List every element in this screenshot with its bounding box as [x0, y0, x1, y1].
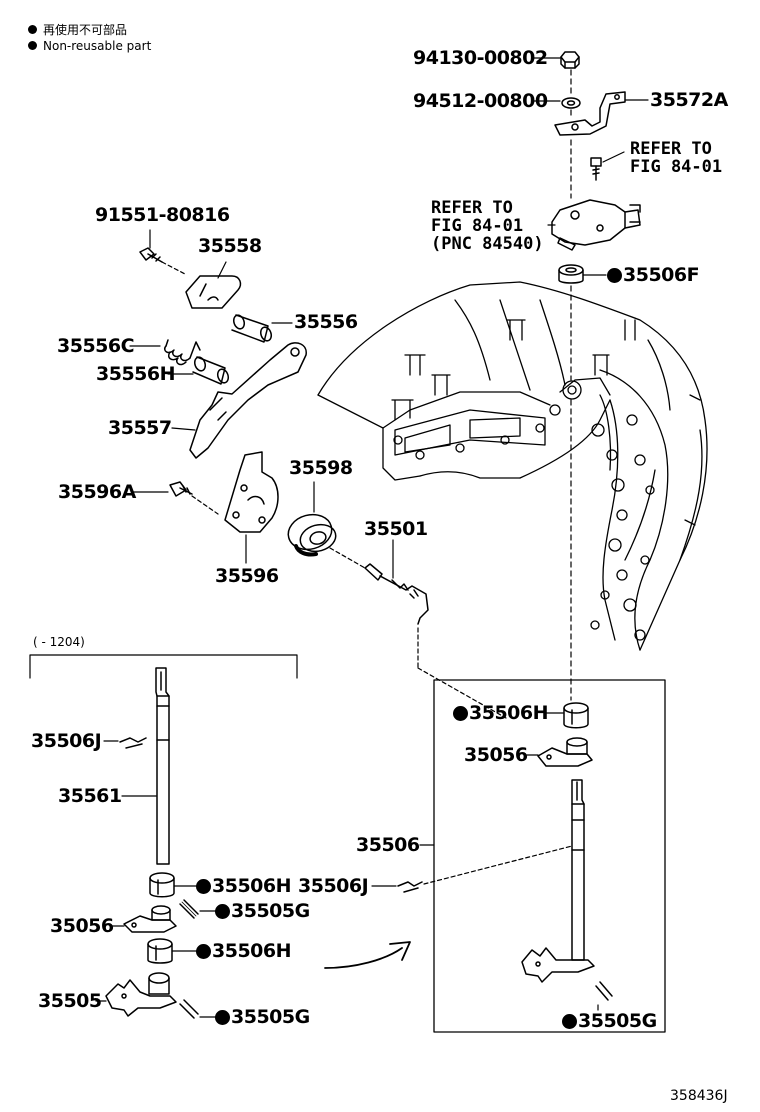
transmission-housing [317, 281, 708, 651]
collar-35056-left [123, 905, 177, 933]
label-35505G-1: 35505G [215, 902, 310, 921]
label-35572A: 35572A [650, 89, 728, 111]
label-35506F: 35506F [607, 266, 700, 285]
legend-dot-icon [28, 25, 37, 34]
non-reusable-dot-icon [215, 904, 230, 919]
oil-seal-35598 [287, 513, 337, 557]
label-35596: 35596 [215, 565, 279, 587]
nut-94130 [560, 51, 580, 69]
detent-lever-35505 [105, 972, 177, 1017]
label-35505G-2: 35505G [215, 1008, 310, 1027]
pin-35501 [364, 563, 429, 625]
label-35505: 35505 [38, 990, 102, 1012]
label-35558: 35558 [198, 235, 262, 257]
label-35561: 35561 [58, 785, 122, 807]
clip-35506J-left [119, 737, 147, 749]
label-35506J-left: 35506J [31, 730, 102, 752]
pin-35556H [192, 356, 230, 385]
spring-pin-35505G-box [595, 981, 613, 1001]
neutral-start-switch [551, 199, 641, 251]
switch-bolt [590, 157, 602, 181]
range-note: ( - 1204) [33, 635, 85, 649]
range-bracket [29, 654, 298, 679]
label-35598: 35598 [289, 457, 353, 479]
bolt-91551 [139, 247, 163, 263]
non-reusable-dot-icon [453, 706, 468, 721]
pin-35556 [231, 314, 273, 343]
detent-plate-35596 [224, 451, 279, 533]
refer-note-1: REFER TO FIG 84-01 [630, 139, 723, 177]
refer-note-2: REFER TO FIG 84-01 (PNC 84540) [431, 198, 544, 254]
label-35506H-2: 35506H [196, 942, 292, 961]
bolt-35596A [169, 481, 193, 497]
label-35556H: 35556H [96, 363, 176, 385]
collar-35056-box [537, 737, 593, 767]
washer-94512 [561, 97, 581, 109]
legend-jp: 再使用不可部品 [28, 24, 127, 36]
label-35557: 35557 [108, 417, 172, 439]
label-35506J-right: 35506J [298, 875, 369, 897]
label-35505G-box: 35505G [562, 1012, 657, 1031]
non-reusable-dot-icon [562, 1014, 577, 1029]
non-reusable-dot-icon [215, 1010, 230, 1025]
label-35506H-1: 35506H [196, 877, 292, 896]
label-35056-left: 35056 [50, 915, 114, 937]
manual-valve-shaft-35506 [521, 779, 595, 983]
manual-valve-shaft-35561 [155, 667, 170, 865]
legend-dot-icon [28, 41, 37, 50]
arrow-icon [324, 941, 411, 969]
figure-id: 358436J [670, 1088, 728, 1104]
collar-35506H-box [563, 702, 589, 729]
bracket-35572A [554, 91, 626, 136]
oil-seal-35506F [558, 264, 584, 284]
label-94512-00800: 94512-00800 [413, 90, 548, 112]
label-35596A: 35596A [58, 481, 136, 503]
spring-pin-35505G-2 [179, 999, 199, 1019]
collar-35506H-left-2 [147, 938, 173, 964]
label-35056-box: 35056 [464, 744, 528, 766]
label-94130-00802: 94130-00802 [413, 47, 548, 69]
lever-35557 [189, 342, 307, 459]
label-35501: 35501 [364, 518, 428, 540]
assembly-box [433, 679, 666, 1033]
non-reusable-dot-icon [196, 879, 211, 894]
collar-35506H-left-1 [149, 872, 175, 898]
plate-35558 [185, 275, 242, 309]
non-reusable-dot-icon [607, 268, 622, 283]
label-35556: 35556 [294, 311, 358, 333]
label-35506: 35506 [356, 834, 420, 856]
label-35556C: 35556C [57, 335, 135, 357]
spring-pin-35505G-1 [179, 899, 199, 919]
spring-35556C [163, 339, 201, 366]
legend-en: Non-reusable part [28, 40, 151, 52]
clip-35506J-right [397, 881, 423, 893]
label-35506H-box: 35506H [453, 704, 549, 723]
label-91551-80816: 91551-80816 [95, 204, 230, 226]
non-reusable-dot-icon [196, 944, 211, 959]
